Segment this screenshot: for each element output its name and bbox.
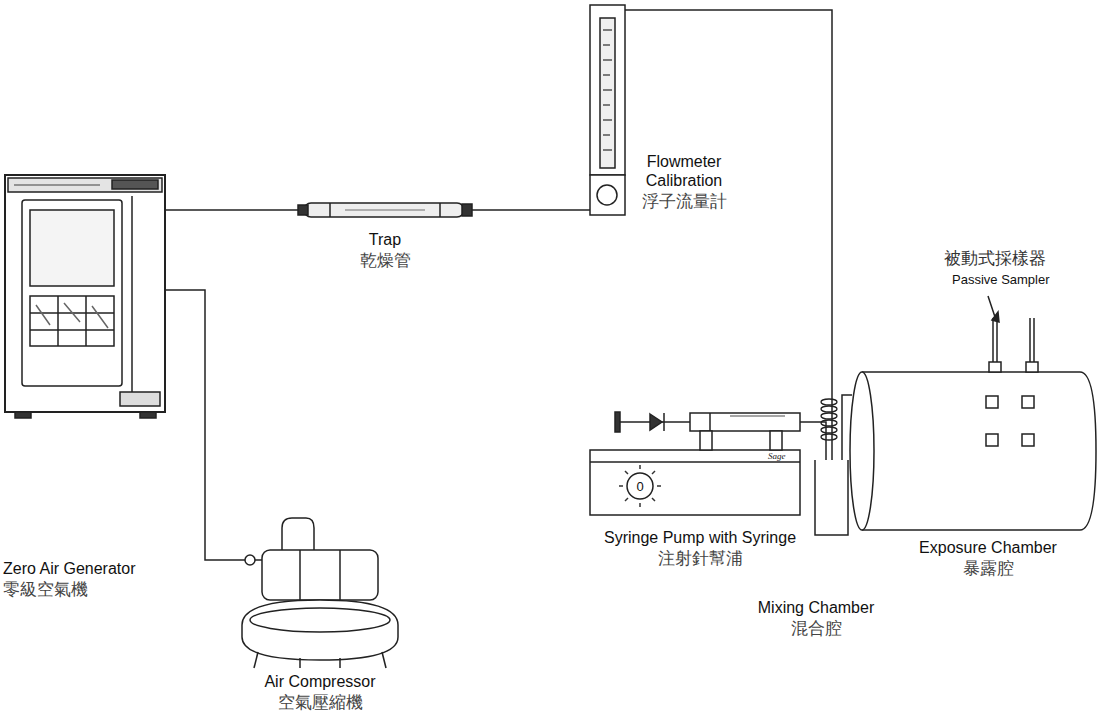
part-label: 被動式採樣器: [944, 250, 1046, 267]
equipment-node: Flowmeter Calibration浮子流量計: [588, 3, 740, 215]
part-label: Passive Sampler: [952, 273, 1050, 286]
english-label: Mixing Chamber: [758, 598, 874, 617]
brand-mark: Sage: [768, 452, 786, 461]
tube-connector: [842, 395, 848, 460]
chinese-label: 乾燥管: [360, 250, 411, 270]
dial-number: 0: [636, 480, 643, 493]
equipment-node: Air Compressor空氣壓縮機: [230, 515, 410, 716]
chinese-label: 空氣壓縮機: [278, 692, 363, 712]
english-label: Syringe Pump with Syringe: [604, 528, 796, 547]
equipment-node: Mixing Chamber混合腔: [752, 460, 880, 640]
chinese-label: 注射針幫浦: [658, 548, 743, 568]
chinese-label: 暴露腔: [963, 558, 1014, 578]
tube-connector: [815, 422, 826, 460]
english-label: Flowmeter Calibration: [630, 152, 738, 190]
equipment-node: Syringe Pump with Syringe注射針幫浦: [585, 400, 815, 570]
tube-connector: [472, 209, 588, 211]
english-label: Exposure Chamber: [919, 538, 1057, 557]
chinese-label: 浮子流量計: [642, 191, 727, 211]
tube-connector: [165, 209, 298, 211]
tube-connector: [740, 10, 832, 460]
english-label: Trap: [369, 230, 401, 249]
english-label: Zero Air Generator: [3, 559, 136, 578]
equipment-node: Exposure Chamber暴露腔: [848, 368, 1098, 580]
equipment-node: Trap乾燥管: [298, 198, 472, 272]
equipment-node: Zero Air Generator零級空氣機: [3, 172, 165, 605]
chinese-label: 零級空氣機: [3, 579, 88, 599]
tube-connector: [165, 290, 230, 560]
english-label: Air Compressor: [264, 672, 375, 691]
chinese-label: 混合腔: [791, 618, 842, 638]
